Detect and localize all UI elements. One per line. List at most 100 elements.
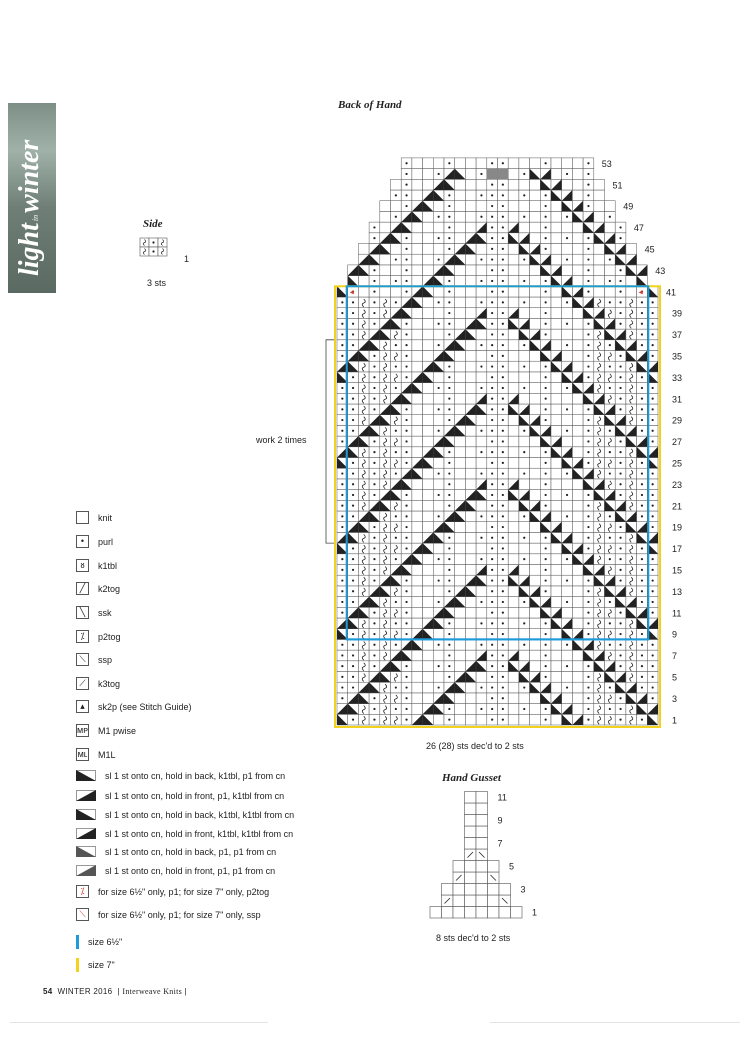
k1tbl-mark [361,555,366,565]
purl-mark [544,579,547,582]
chart-cell [593,243,605,255]
chart-cell [465,703,477,715]
purl-mark [405,172,408,176]
purl-mark [405,504,408,507]
chart-cell [550,296,562,308]
chart-cell [433,157,445,169]
purl-mark [565,258,569,261]
chart-cell [572,339,584,351]
gusset-cell [487,906,500,919]
purl-mark [341,504,344,507]
purl-mark [405,600,408,604]
purl-mark [373,632,376,636]
chart-cell [465,211,477,223]
cable-mark [476,393,487,404]
purl-mark [448,536,451,539]
purl-mark [619,707,622,711]
cable-mark [401,650,412,661]
purl-mark [480,258,483,261]
purl-mark [437,386,440,390]
purl-mark [373,568,376,571]
gusset-cell [487,860,500,873]
cable-mark [454,425,466,437]
purl-mark [587,247,590,250]
chart-cell [529,179,541,191]
chart-cell [465,553,477,565]
purl-mark [351,386,355,390]
cable-mark [529,671,541,683]
purl-mark [565,237,569,240]
purl-mark [651,665,654,668]
chart-cell [475,500,488,512]
chart-cell [390,264,402,276]
purl-mark [651,418,654,422]
row-label: 45 [645,245,655,255]
chart-cell [529,350,541,362]
purl-mark [341,397,344,400]
purl-mark [491,686,494,689]
k1tbl-mark [361,651,366,661]
chart-cell [411,157,423,169]
purl-mark [651,408,654,411]
cable-3-icon [76,809,96,820]
cable-mark [540,596,551,608]
chart-cell [433,585,445,597]
purl-mark [544,675,547,678]
cable-mark [647,714,658,725]
gusset-cell [452,860,465,873]
cable-mark [422,618,434,629]
purl-mark [373,365,376,368]
k1tbl-mark [629,459,634,468]
k1tbl-mark [393,352,398,361]
k1tbl-mark [597,416,602,425]
k1tbl-mark [142,248,147,255]
row-label: 1 [672,715,677,725]
purl-mark [448,504,451,507]
purl-mark [437,600,440,604]
purl-mark [341,558,344,561]
purl-mark [640,675,644,678]
purl-mark [587,418,590,422]
purl-mark [523,386,526,390]
k1tbl-mark [597,694,602,704]
chart-cell [411,360,423,373]
purl-mark [405,183,408,186]
cable-mark [508,393,519,404]
chart-cell [411,564,423,576]
purl-mark [640,472,644,475]
chart-cell [507,189,520,201]
k1tbl-mark [393,716,398,725]
k1tbl-mark [142,239,147,246]
purl-mark [619,440,622,443]
chart-cell [572,414,584,426]
gusset-cell [452,894,465,907]
cable-mark [465,318,477,330]
cable-mark [476,660,487,672]
chart-cell [593,371,605,383]
k1tbl-mark [607,480,612,490]
purl-mark [523,600,526,604]
chart-cell [475,457,488,469]
cable-mark [518,575,530,586]
purl-mark [544,365,547,368]
k1tbl-mark [597,630,602,639]
chart-cell [390,243,402,255]
chart-cell [379,467,391,480]
chart-cell [379,478,391,490]
decrease-mark [490,874,497,881]
chart-cell [390,607,402,619]
chart-cell [518,714,530,726]
decrease-mark [478,851,485,858]
purl-mark [640,686,644,689]
purl-mark [405,269,408,272]
cable-mark [433,703,444,715]
chart-cell [561,157,573,169]
cable-mark [358,339,370,351]
k1tbl-mark [361,416,366,425]
chart-cell [507,607,520,619]
k3tog-icon: ⟋ [76,677,89,690]
purl-mark [491,632,494,636]
legend-row: •purl [76,535,113,548]
cable-mark [625,596,637,608]
chart-cell [422,253,434,266]
